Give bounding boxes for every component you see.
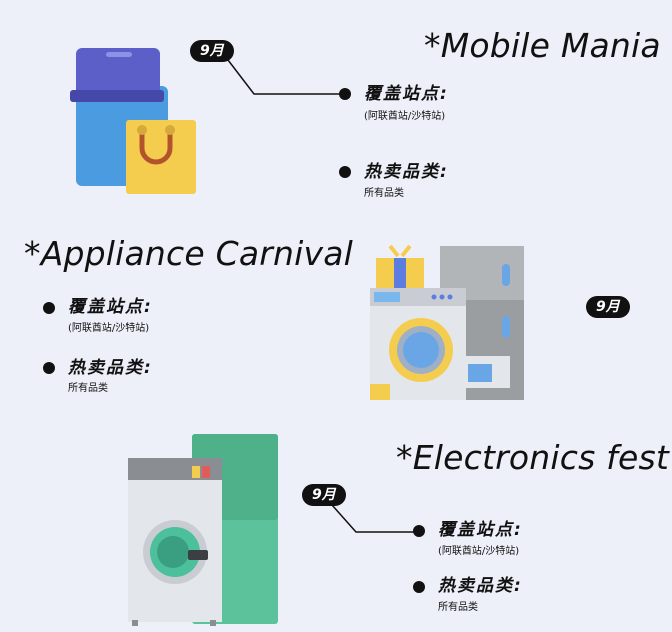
month-badge: 9月 [302, 484, 346, 506]
phone-shopping-bag-icon [70, 48, 196, 194]
category-label: 热卖品类: [438, 576, 523, 596]
category-label: 热卖品类: [68, 358, 153, 378]
month-badge: 9月 [190, 40, 234, 62]
event-title: *Appliance Carnival [24, 234, 354, 273]
coverage-label: 覆盖站点: [364, 84, 449, 104]
month-badge: 9月 [586, 296, 630, 318]
event-title: *Mobile Mania [424, 26, 661, 65]
bullet-dot [43, 302, 55, 314]
washer-fridge-icon [128, 434, 278, 626]
event-title: *Electronics fest [396, 438, 670, 477]
bullet-dot [339, 88, 351, 100]
coverage-value: (阿联酋站/沙特站) [68, 323, 150, 334]
category-label: 热卖品类: [364, 162, 449, 182]
coverage-label: 覆盖站点: [438, 520, 523, 540]
coverage-value: (阿联酋站/沙特站) [364, 111, 446, 122]
category-value: 所有品类 [364, 188, 404, 199]
bullet-dot [413, 581, 425, 593]
coverage-value: (阿联酋站/沙特站) [438, 546, 520, 557]
bullet-dot [339, 166, 351, 178]
category-value: 所有品类 [68, 383, 108, 394]
coverage-label: 覆盖站点: [68, 297, 153, 317]
connector-line [331, 504, 416, 533]
connector-line [227, 59, 344, 95]
category-value: 所有品类 [438, 602, 478, 613]
bullet-dot [413, 525, 425, 537]
bullet-dot [43, 362, 55, 374]
home-appliances-icon [370, 244, 524, 400]
